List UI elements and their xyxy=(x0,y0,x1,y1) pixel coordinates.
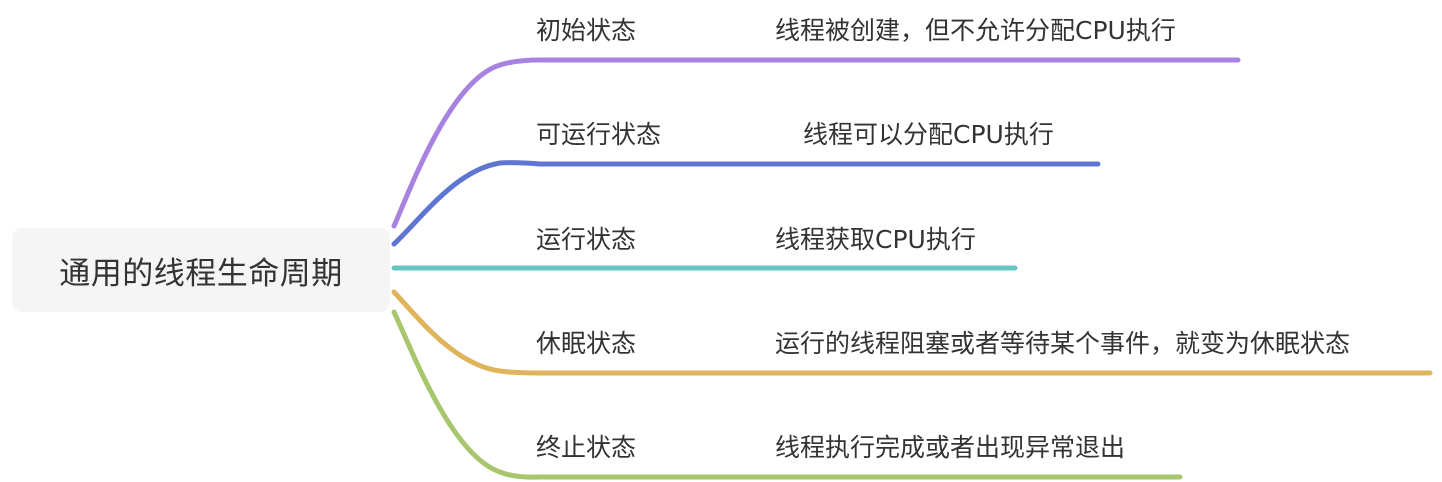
branch-desc-terminated[interactable]: 线程执行完成或者出现异常退出 xyxy=(775,433,1126,462)
branch-desc-initial[interactable]: 线程被创建，但不允许分配CPU执行 xyxy=(775,16,1176,45)
branch-label-initial[interactable]: 初始状态 xyxy=(536,16,637,45)
branch-label-sleeping[interactable]: 休眠状态 xyxy=(536,329,637,358)
branch-label-runnable[interactable]: 可运行状态 xyxy=(536,120,662,149)
branch-desc-runnable[interactable]: 线程可以分配CPU执行 xyxy=(803,120,1054,149)
branch-connector-runnable xyxy=(391,160,1101,247)
branch-connector-initial xyxy=(391,57,1241,229)
branch-desc-sleeping[interactable]: 运行的线程阻塞或者等待某个事件，就变为休眠状态 xyxy=(775,329,1351,358)
branch-desc-running[interactable]: 线程获取CPU执行 xyxy=(775,225,976,254)
branch-connector-terminated xyxy=(391,309,1183,480)
branch-connector-sleeping xyxy=(391,289,1433,376)
branch-label-terminated[interactable]: 终止状态 xyxy=(536,433,637,462)
branch-label-running[interactable]: 运行状态 xyxy=(536,225,637,254)
root-topic-label: 通用的线程生命周期 xyxy=(59,255,343,292)
root-topic[interactable]: 通用的线程生命周期 xyxy=(12,228,390,312)
